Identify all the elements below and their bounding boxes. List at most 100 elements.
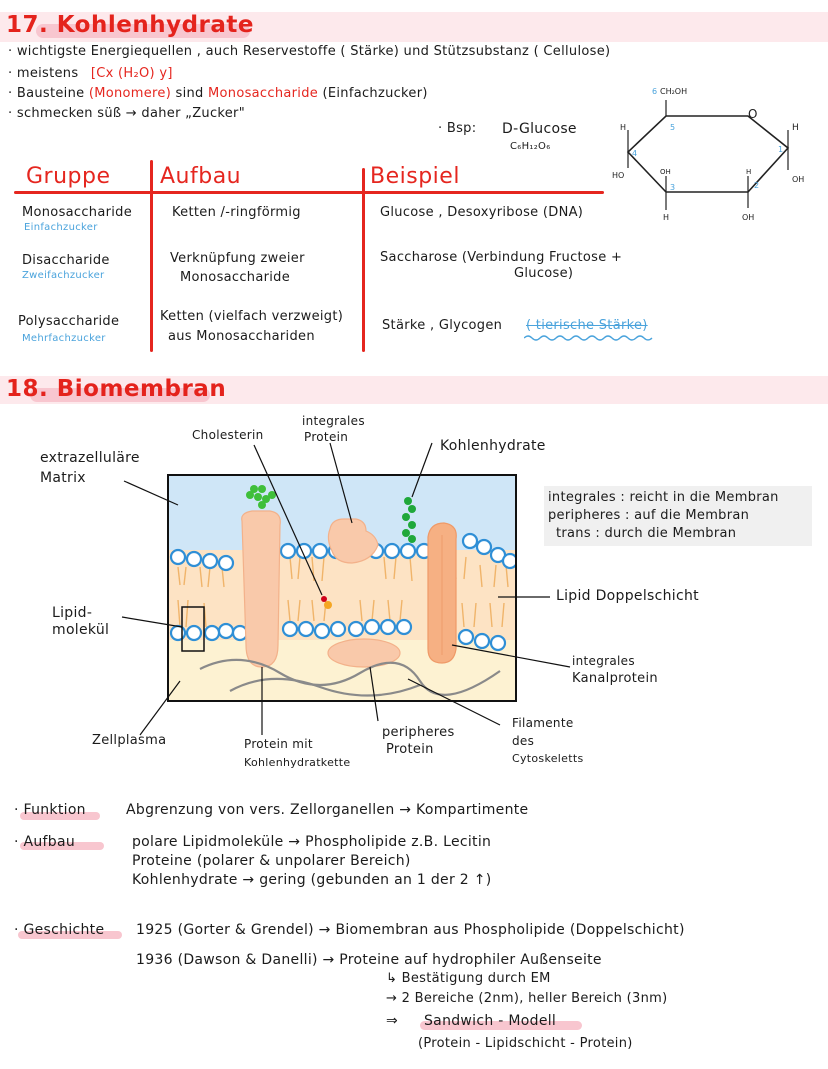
label-matrix-2: Matrix bbox=[40, 470, 86, 486]
label-integral-2: Protein bbox=[304, 430, 349, 444]
legend-def: durch die Membran bbox=[604, 526, 737, 541]
funktion-text: Abgrenzung von vers. Zellorganellen → Ko… bbox=[126, 802, 529, 818]
row2-aufbau-2: Monosaccharide bbox=[180, 270, 291, 285]
legend-term: peripheres bbox=[548, 508, 621, 523]
ho-c4: HO bbox=[612, 171, 624, 180]
row1-gruppe: Monosaccharide bbox=[22, 205, 133, 220]
oh-c1: OH bbox=[792, 175, 804, 184]
h-c3: H bbox=[663, 213, 669, 222]
bullet-bausteine: · Bausteine (Monomere) sind Monosacchari… bbox=[8, 86, 428, 101]
geschichte-sandwich: Sandwich - Modell bbox=[424, 1013, 557, 1029]
carbon-3: 3 bbox=[670, 183, 675, 192]
bullet-text: · Bausteine bbox=[8, 86, 85, 101]
formula: [Cx (H₂O) y] bbox=[90, 66, 173, 81]
bullet-text: sind bbox=[175, 86, 204, 101]
label-peripheres-2: Protein bbox=[386, 742, 434, 757]
geschichte-arrow: ⇒ bbox=[386, 1013, 399, 1029]
row2-aufbau-1: Verknüpfung zweier bbox=[170, 251, 305, 266]
integral-protein bbox=[327, 518, 379, 564]
row2-beispiel-2: Glucose) bbox=[514, 266, 574, 281]
row2-gruppe: Disaccharide bbox=[22, 253, 110, 268]
legend-box bbox=[544, 486, 812, 546]
bullet-sweet: · schmecken süß → daher „Zucker" bbox=[8, 106, 245, 121]
funktion-label: · Funktion bbox=[14, 802, 86, 818]
col-header-aufbau: Aufbau bbox=[160, 164, 242, 189]
label-lipid-2: molekül bbox=[52, 622, 110, 638]
label-kanal-2: Kanalprotein bbox=[572, 671, 658, 686]
geschichte-1936: 1936 (Dawson & Danelli) → Proteine auf h… bbox=[136, 952, 602, 968]
col-header-gruppe: Gruppe bbox=[26, 164, 111, 189]
label-zellplasma: Zellplasma bbox=[92, 733, 167, 748]
label-filamente-1: Filamente bbox=[512, 716, 574, 730]
legend-def: reicht in die Membran bbox=[629, 490, 779, 505]
label-cholesterin: Cholesterin bbox=[192, 428, 264, 442]
row1-sub: Einfachzucker bbox=[24, 222, 98, 233]
bullet-text: · meistens bbox=[8, 66, 79, 81]
aufbau-line-3: Kohlenhydrate → gering (gebunden an 1 de… bbox=[132, 872, 492, 888]
row1-aufbau: Ketten /-ringförmig bbox=[172, 205, 301, 220]
label-kanal-1: integrales bbox=[572, 654, 635, 668]
heading-highlight bbox=[30, 388, 210, 402]
oh-c2: OH bbox=[742, 213, 754, 222]
col-header-beispiel: Beispiel bbox=[370, 164, 460, 189]
row3-sub: Mehrfachzucker bbox=[22, 333, 106, 344]
label-kohlenhydrate: Kohlenhydrate bbox=[440, 438, 546, 454]
aufbau-line-2: Proteine (polarer & unpolarer Bereich) bbox=[132, 853, 411, 869]
carbon-5: 5 bbox=[670, 123, 675, 132]
label-integral-1: integrales bbox=[302, 414, 365, 428]
label-filamente-2: des bbox=[512, 734, 535, 748]
glucose-ring bbox=[626, 115, 790, 193]
bullet-energy: · wichtigste Energiequellen , auch Reser… bbox=[8, 44, 611, 59]
geschichte-1925: 1925 (Gorter & Grendel) → Biomembran aus… bbox=[136, 922, 685, 938]
legend-term: integrales bbox=[548, 490, 616, 505]
legend-trans: trans : durch die Membran bbox=[556, 526, 737, 541]
legend-def: auf die Membran bbox=[634, 508, 750, 523]
label-lipid-1: Lipid- bbox=[52, 605, 93, 621]
monomere: (Monomere) bbox=[88, 86, 172, 101]
heading-highlight bbox=[36, 24, 250, 38]
label-filamente-3: Cytoskeletts bbox=[512, 752, 584, 765]
carbon-2: 2 bbox=[754, 181, 759, 190]
bullet-text: (Einfachzucker) bbox=[322, 86, 428, 101]
legend-peripheral: peripheres : auf die Membran bbox=[548, 508, 750, 523]
h-c1: H bbox=[792, 123, 799, 133]
label-lipid-doppelschicht: Lipid Doppelschicht bbox=[556, 588, 699, 604]
table-divider-1 bbox=[150, 160, 153, 352]
row3-gruppe: Polysaccharide bbox=[18, 314, 120, 329]
geschichte-label: · Geschichte bbox=[14, 922, 105, 938]
bullet-formula: · meistens [Cx (H₂O) y] bbox=[8, 66, 173, 81]
carbohydrate-chain-right bbox=[402, 497, 416, 543]
row3-aufbau-2: aus Monosacchariden bbox=[168, 329, 315, 344]
geschichte-bereiche: → 2 Bereiche (2nm), heller Bereich (3nm) bbox=[386, 991, 668, 1006]
glucose-structure: CH₂OH 6 O H OH H HO OH H H OH 5 4 3 2 1 bbox=[612, 87, 804, 222]
label-protein-kette-1: Protein mit bbox=[244, 737, 313, 751]
table-header-line bbox=[14, 191, 604, 194]
protein-with-carbohydrate bbox=[241, 510, 281, 668]
geschichte-schichten: (Protein - Lipidschicht - Protein) bbox=[418, 1036, 633, 1051]
label-peripheres-1: peripheres bbox=[382, 725, 455, 740]
bsp-value: D-Glucose bbox=[502, 121, 577, 137]
carbon-6: 6 bbox=[652, 87, 657, 96]
legend-integral: integrales : reicht in die Membran bbox=[548, 490, 779, 505]
label-protein-kette-2: Kohlenhydratkette bbox=[244, 756, 351, 769]
row2-beispiel-1: Saccharose (Verbindung Fructose + bbox=[380, 250, 623, 265]
aufbau-label: · Aufbau bbox=[14, 834, 76, 850]
section-18-heading: 18. Biomembran bbox=[6, 376, 227, 402]
carbohydrate-chain-left bbox=[246, 485, 276, 509]
wavy-underline bbox=[524, 335, 653, 341]
aufbau-line-1: polare Lipidmoleküle → Phospholipide z.B… bbox=[132, 834, 492, 850]
oh-c3: OH bbox=[660, 168, 671, 176]
bsp-label: · Bsp: bbox=[438, 121, 477, 136]
row2-sub: Zweifachzucker bbox=[22, 270, 105, 281]
bsp-formula: C₆H₁₂O₆ bbox=[510, 141, 551, 152]
lipid-molecule-box bbox=[181, 606, 205, 652]
h-c4: H bbox=[620, 123, 626, 132]
membrane-diagram bbox=[121, 442, 571, 736]
carbon-1: 1 bbox=[778, 145, 783, 154]
geschichte-highlight bbox=[18, 931, 122, 939]
row3-beispiel: Stärke , Glycogen bbox=[382, 318, 503, 333]
legend-term: trans bbox=[556, 526, 591, 541]
peripheral-protein bbox=[327, 638, 401, 668]
monosaccharide: Monosaccharide bbox=[208, 86, 319, 101]
row3-aufbau-1: Ketten (vielfach verzweigt) bbox=[160, 309, 344, 324]
